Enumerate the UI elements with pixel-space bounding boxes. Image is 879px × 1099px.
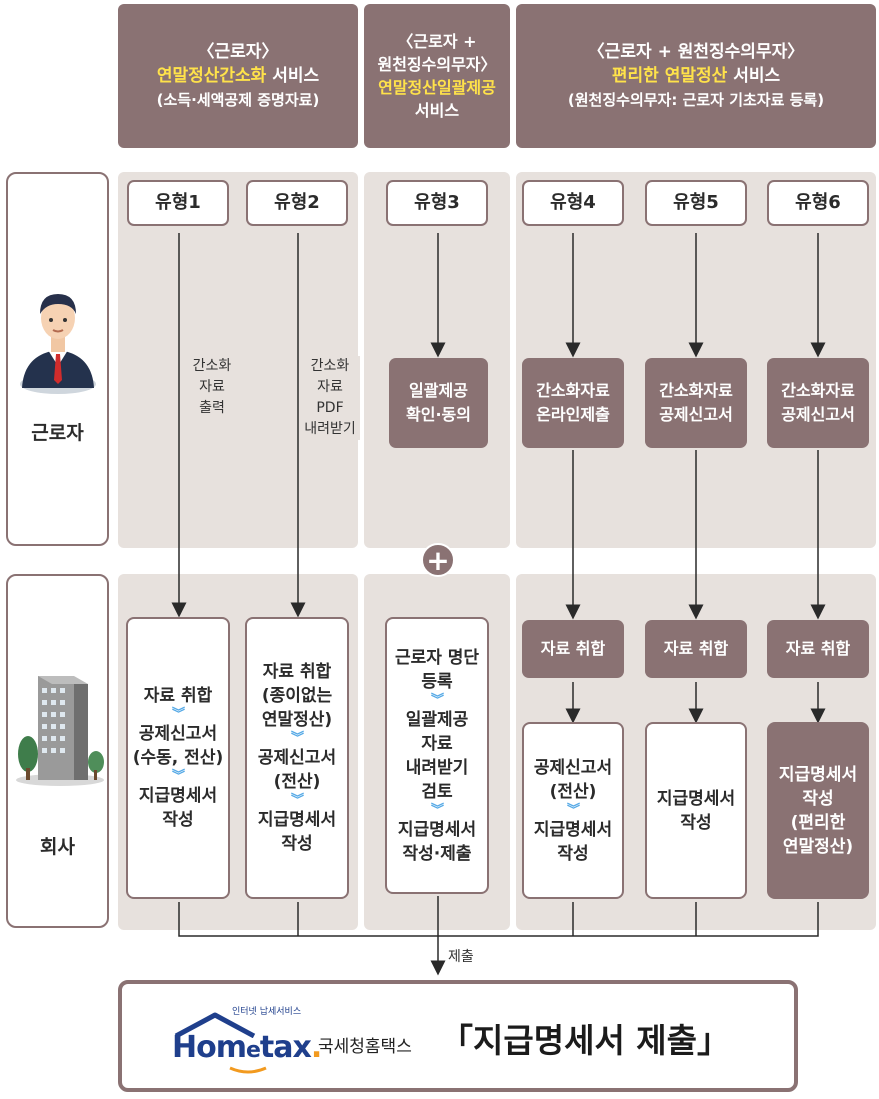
note-type1: 간소화 자료 출력 [182,356,242,419]
company-box-type1: 자료 취합 ︾ 공제신고서 (수동, 전산) ︾ 지급명세서 작성 [126,617,230,899]
worker-action-type6: 간소화자료 공제신고서 [767,358,869,448]
chevron-down-icon: ︾ [290,793,304,808]
collect-type6: 자료 취합 [767,620,869,678]
type-4: 유형4 [522,180,624,226]
worker-action-type3: 일괄제공 확인·동의 [389,358,488,448]
chevron-down-icon: ︾ [430,692,444,708]
company-box-type4: 공제신고서 (전산) ︾ 지급명세서 작성 [522,722,624,899]
collect-type5: 자료 취합 [645,620,747,678]
side-worker-label: 근로자 [31,422,84,444]
type-6: 유형6 [767,180,869,226]
building-icon [16,676,104,786]
header-bulk-service: 〈근로자 + 원천징수의무자〉 연말정산일괄제공 서비스 [364,4,510,148]
company-box-type5: 지급명세서 작성 [645,722,747,899]
type-1: 유형1 [127,180,229,226]
chevron-down-icon: ︾ [171,769,185,784]
header-simplified-service: 〈근로자〉 연말정산간소화 서비스 (소득·세액공제 증명자료) [118,4,358,148]
chevron-down-icon: ︾ [290,731,304,746]
hometax-logo: 인터넷 납세서비스 Hometax. [172,1004,322,1074]
type-3: 유형3 [386,180,488,226]
header-convenient-service: 〈근로자 + 원천징수의무자〉 편리한 연말정산 서비스 (원천징수의무자: 근… [516,4,876,148]
type-2: 유형2 [246,180,348,226]
logo-swoosh-icon [229,1066,267,1074]
chevron-down-icon: ︾ [430,802,444,818]
worker-action-type4: 간소화자료 온라인제출 [522,358,624,448]
submit-label: 제출 [448,949,474,965]
note-type2: 간소화 자료 PDF 내려받기 [300,356,360,440]
final-submission-box: 인터넷 납세서비스 Hometax. 국세청홈택스 「지급명세서 제출」 [118,980,798,1092]
side-company-label: 회사 [40,836,75,858]
company-box-type2: 자료 취합 (종이없는 연말정산) ︾ 공제신고서 (전산) ︾ 지급명세서 작… [245,617,349,899]
chevron-down-icon: ︾ [566,802,580,818]
final-title: 「지급명세서 제출」 [440,1021,731,1060]
side-worker: 근로자 [6,172,109,546]
chevron-down-icon: ︾ [171,707,185,722]
company-box-type6: 지급명세서 작성 (편리한 연말정산) [767,722,869,899]
type-5: 유형5 [645,180,747,226]
company-box-type3: 근로자 명단 등록 ︾ 일괄제공 자료 내려받기 검토 ︾ 지급명세서 작성·제… [385,617,489,894]
collect-type4: 자료 취합 [522,620,624,678]
worker-icon [20,294,96,394]
side-company: 회사 [6,574,109,928]
agency-name: 국세청홈택스 [318,1037,412,1057]
house-roof-icon [174,1012,256,1038]
plus-icon: + [421,543,455,577]
worker-action-type5: 간소화자료 공제신고서 [645,358,747,448]
